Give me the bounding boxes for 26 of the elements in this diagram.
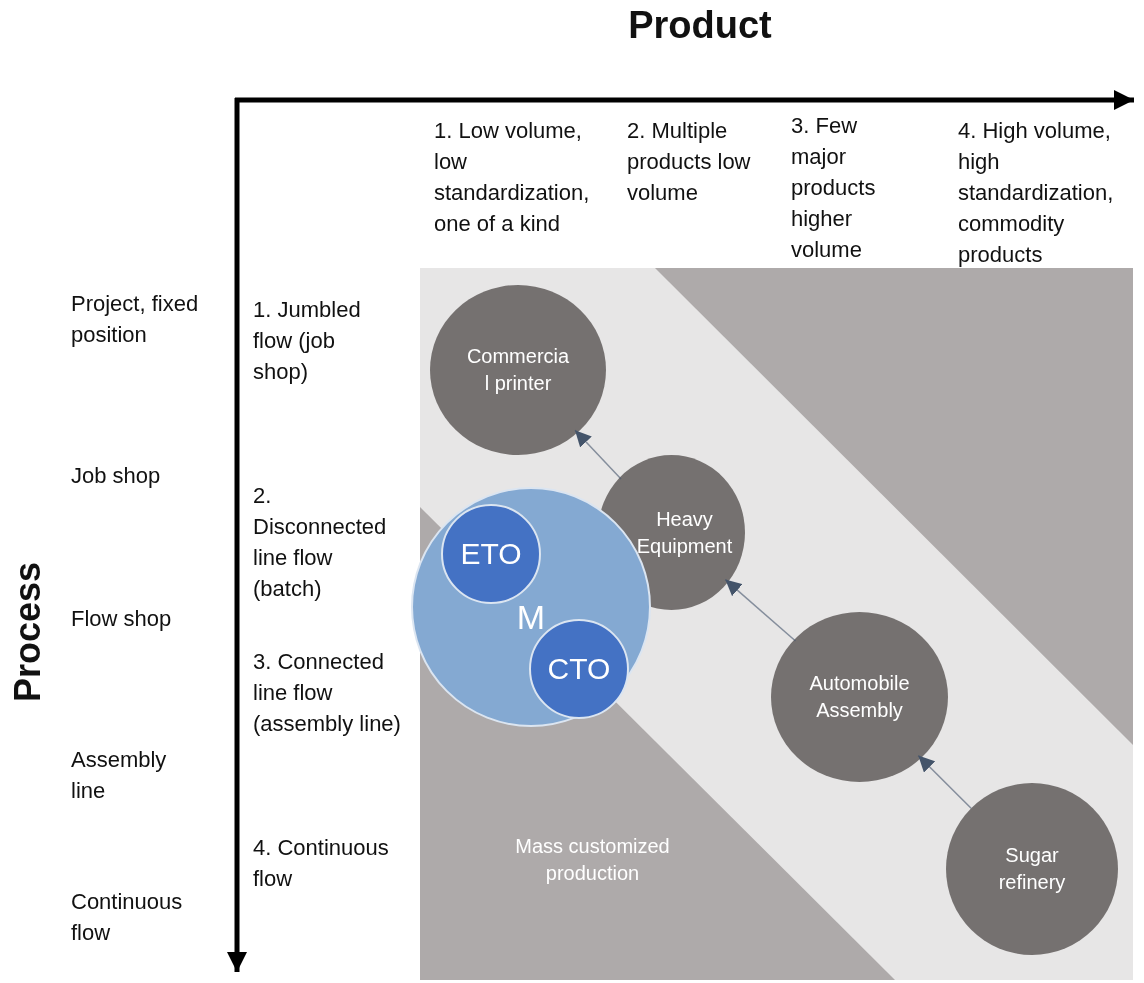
node-label: Heavy Equipment (635, 506, 734, 559)
column-header: 1. Low volume, low standardization, one of a kind (434, 117, 591, 238)
node-label: M (516, 598, 546, 636)
row-label: Continuous flow (71, 888, 184, 947)
arrow (724, 578, 797, 642)
node-label: Commercia l printer (466, 344, 570, 396)
row-label: 3. Connected line flow (assembly line) (253, 648, 402, 738)
axis-title: Product (627, 3, 773, 48)
node-label: ETO (460, 537, 522, 571)
node-label: CTO (547, 652, 611, 686)
column-header: 4. High volume, high standardization, commodity products (958, 117, 1115, 269)
arrow (574, 429, 622, 480)
row-label: 2. Disconnected line flow (batch) (253, 482, 388, 603)
column-header: 2. Multiple products low volume (627, 117, 752, 207)
row-label: Assembly line (71, 746, 168, 805)
row-label: Project, fixed position (71, 290, 200, 349)
region-label: Mass customized production (514, 834, 671, 886)
row-label: 4. Continuous flow (253, 834, 390, 893)
arrow (917, 754, 972, 810)
row-label: Flow shop (71, 605, 173, 633)
node-label: Sugar refinery (997, 843, 1067, 895)
axis-title: Process (6, 560, 49, 705)
node-label: Automobile Assembly (808, 671, 911, 723)
row-label: Job shop (71, 462, 162, 490)
row-label: 1. Jumbled flow (job shop) (253, 296, 362, 386)
column-header: 3. Few major products higher volume (791, 112, 877, 264)
